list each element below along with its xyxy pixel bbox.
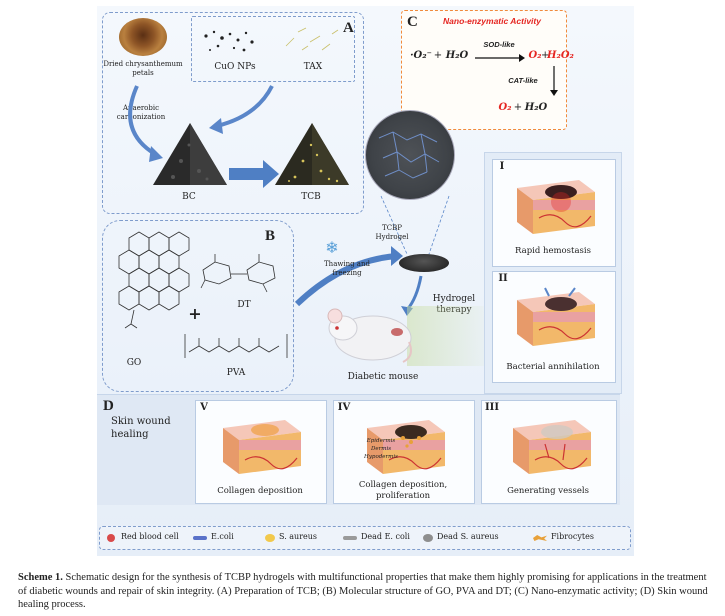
pva-structure <box>181 332 291 362</box>
stage-iv-label-2: proliferation <box>333 491 473 501</box>
stage-ii-label: Bacterial annihilation <box>492 362 614 372</box>
plus-3: + <box>513 102 523 113</box>
skin-layer-dermis: Dermis <box>361 446 401 452</box>
go-label: GO <box>119 358 149 368</box>
plus-1: + <box>433 50 443 61</box>
legend-label: Dead S. aureus <box>437 532 499 541</box>
sod-arrow <box>475 53 525 63</box>
stage-ii-skin-image <box>509 286 597 348</box>
panel-d-letter: D <box>103 398 114 415</box>
product-h2o2: H₂O₂ <box>547 50 567 61</box>
stage-iv-label-1: Collagen deposition, <box>333 480 473 490</box>
dead-ecoli-icon <box>343 536 357 540</box>
therapy-label-1: Hydrogel <box>431 294 477 304</box>
go-structure <box>109 228 199 343</box>
ecoli-icon <box>193 536 207 540</box>
stage-i-label: Rapid hemostasis <box>492 246 614 256</box>
plus-sign: + <box>185 304 205 323</box>
panel-d-title-1: Skin wound <box>111 416 171 427</box>
bc-label: BC <box>169 192 209 202</box>
reactant-superoxide: ·O₂⁻ <box>407 50 435 61</box>
stage-iii-numeral: III <box>483 402 501 413</box>
stage-iv-numeral: IV <box>335 402 353 413</box>
dt-structure <box>197 248 289 296</box>
product-oxygen-2: O₂ <box>497 102 513 113</box>
cat-arrow <box>549 66 559 96</box>
scheme-caption: Scheme 1. Schematic design for the synth… <box>18 571 708 612</box>
legend-label: Red blood cell <box>121 532 179 541</box>
stage-iii-label: Generating vessels <box>481 486 615 496</box>
snowflake-icon: ❄ <box>321 238 343 257</box>
cat-like-label: CAT-like <box>501 76 545 85</box>
panel-d-title-2: healing <box>111 429 171 440</box>
legend-label: E.coli <box>211 532 234 541</box>
s-aureus-icon <box>265 534 275 542</box>
dt-label: DT <box>229 300 259 310</box>
schematic-figure: A Dried chrysanthemum petals CuO NPs TAX… <box>97 6 634 556</box>
stage-i-numeral: I <box>495 161 509 172</box>
stage-i-skin-image <box>509 174 597 236</box>
stage-v-skin-image <box>215 414 303 476</box>
caption-text: Schematic design for the synthesis of TC… <box>18 572 708 610</box>
nano-enzymatic-title: Nano-enzymatic Activity <box>437 16 547 26</box>
stage-iii-skin-image <box>505 414 593 476</box>
legend-label: Dead E. coli <box>361 532 410 541</box>
diabetic-mouse-image <box>323 302 415 366</box>
sod-like-label: SOD-like <box>477 40 521 49</box>
stage-v-label: Collagen deposition <box>195 486 325 496</box>
stage-iv-skin-image <box>359 414 447 476</box>
reactant-water: H₂O <box>443 50 471 61</box>
thawing-label-2: freezing <box>321 269 373 277</box>
stage-v-numeral: V <box>197 402 211 413</box>
mouse-label: Diabetic mouse <box>343 372 423 382</box>
tcb-pyramid-image <box>273 121 351 187</box>
bc-pyramid-image <box>151 121 229 187</box>
skin-layer-hypodermis: Hypodermis <box>361 454 401 460</box>
panel-c-letter: C <box>407 14 418 31</box>
dead-s-aureus-icon <box>423 534 433 542</box>
panel-b-letter: B <box>265 228 275 245</box>
hydrogel-disc-image <box>399 254 449 272</box>
product-water: H₂O <box>523 102 549 113</box>
skin-layer-epidermis: Epidermis <box>361 438 401 444</box>
caption-prefix: Scheme 1. <box>18 572 63 583</box>
hydrogel-network-lines <box>373 118 445 190</box>
legend-label: S. aureus <box>279 532 317 541</box>
stage-ii-numeral: II <box>495 273 511 284</box>
tcb-label: TCB <box>291 192 331 202</box>
thawing-label-1: Thawing and <box>321 260 373 268</box>
legend-label: Fibrocytes <box>551 532 594 541</box>
pva-label: PVA <box>221 368 251 378</box>
red-blood-cell-icon <box>107 534 115 542</box>
